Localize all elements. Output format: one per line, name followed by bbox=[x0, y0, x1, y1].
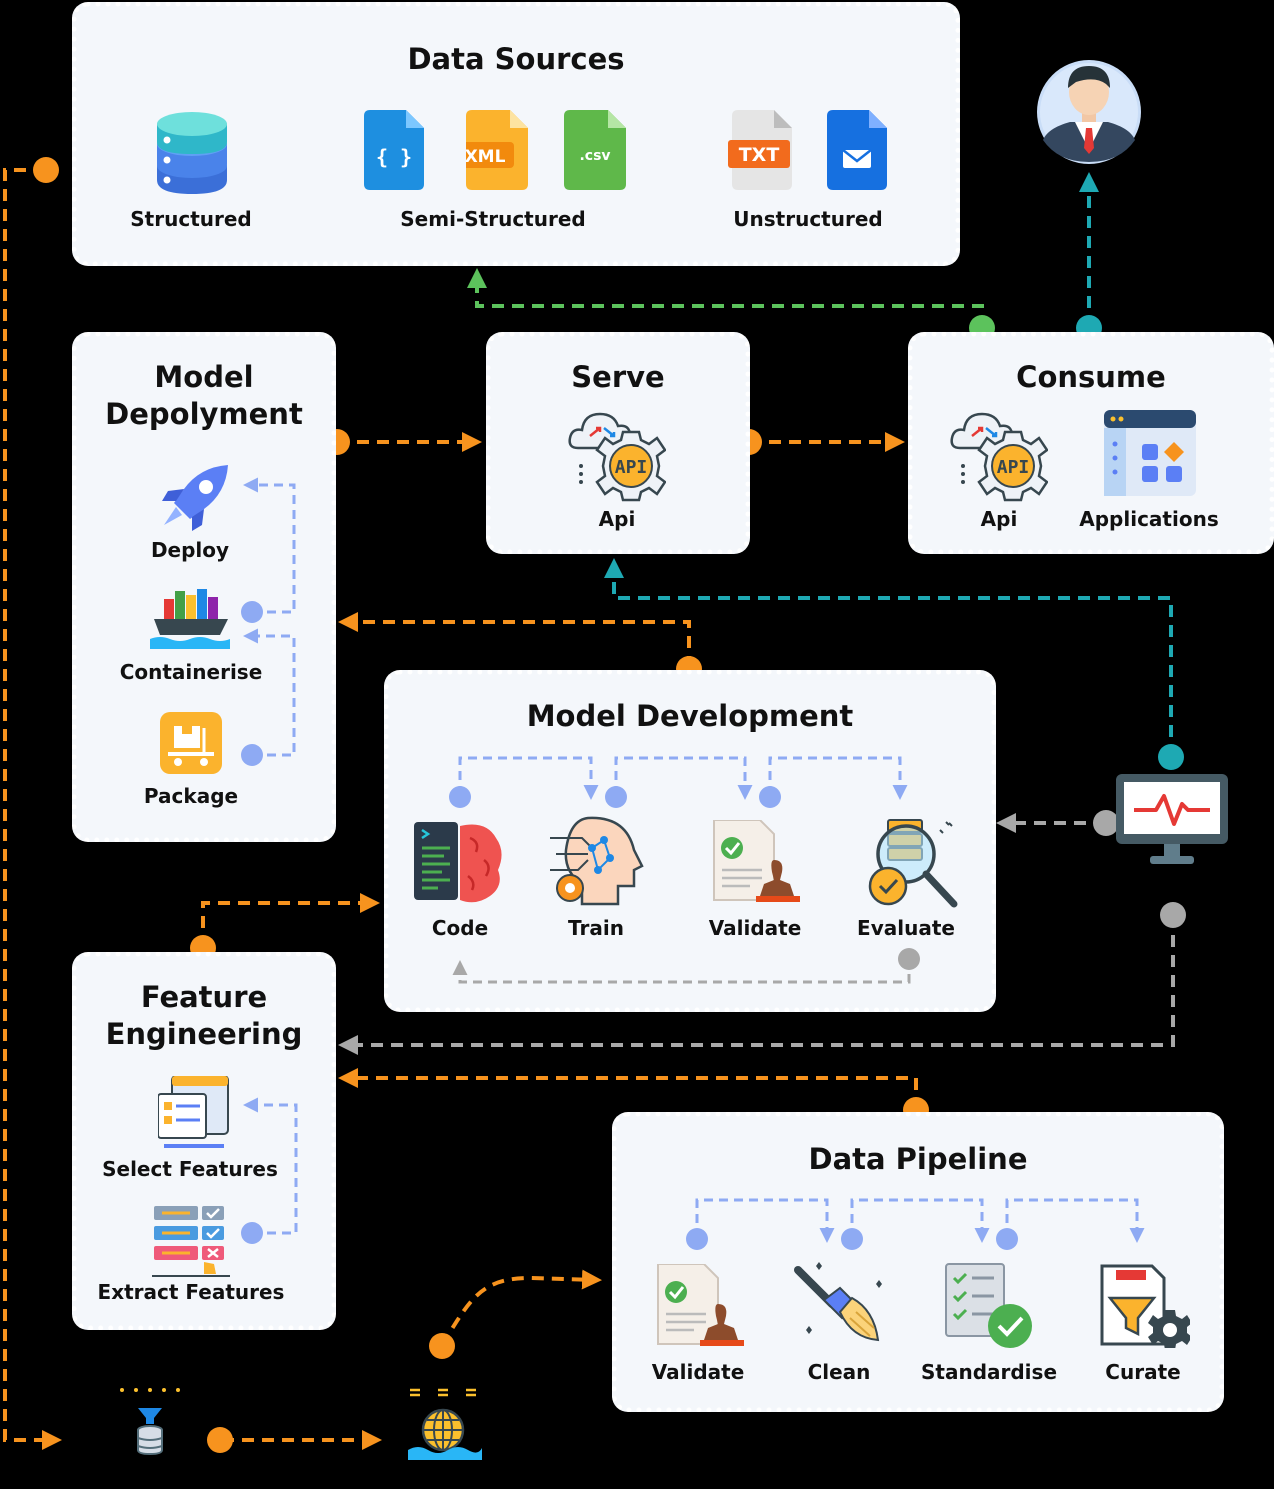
data-pipeline-panel: Data Pipeline bbox=[612, 1112, 1224, 1412]
applications-icon bbox=[1104, 410, 1196, 496]
deployment-inner-arrows bbox=[241, 477, 296, 766]
model-development-title: Model Development bbox=[526, 699, 854, 733]
feature-engineering-title-line1: Feature bbox=[140, 980, 268, 1014]
pipeline-inner-arrows bbox=[686, 1198, 1145, 1250]
code-brain-icon bbox=[414, 822, 502, 903]
svg-text:API: API bbox=[997, 457, 1030, 478]
clean-label: Clean bbox=[807, 1360, 871, 1384]
xml-file-icon: XML bbox=[466, 110, 528, 190]
arrow-monitor-to-features bbox=[338, 915, 1175, 1055]
standardise-checklist-icon bbox=[945, 1263, 1032, 1348]
container-ship-icon bbox=[150, 589, 230, 649]
json-file-icon: { } bbox=[364, 110, 424, 190]
package-icon bbox=[160, 712, 222, 774]
applications-label: Applications bbox=[1079, 507, 1219, 531]
rocket-icon bbox=[162, 465, 228, 531]
svg-text:XML: XML bbox=[466, 147, 506, 167]
gray-connectors bbox=[338, 813, 1175, 1055]
arrow-sources-to-storage bbox=[3, 168, 62, 1450]
arrow-pipeline-to-features bbox=[338, 1068, 918, 1110]
txt-file-icon: TXT bbox=[728, 110, 792, 190]
consume-api-gear-icon: API bbox=[950, 412, 1048, 502]
svg-text:TXT: TXT bbox=[739, 144, 780, 166]
email-file-icon bbox=[827, 110, 887, 190]
model-deployment-title-line2: Depolyment bbox=[105, 397, 303, 431]
teal-connectors bbox=[604, 172, 1173, 757]
monitoring-screen-icon bbox=[1116, 774, 1228, 864]
unstructured-label: Unstructured bbox=[733, 207, 883, 231]
pipeline-validate-label: Validate bbox=[651, 1360, 745, 1384]
csv-file-icon: .csv bbox=[564, 110, 626, 190]
svg-text:API: API bbox=[615, 457, 648, 478]
package-label: Package bbox=[143, 784, 239, 808]
semi-structured-label: Semi-Structured bbox=[400, 207, 586, 231]
svg-text:{ }: { } bbox=[376, 145, 412, 169]
evaluate-search-icon bbox=[868, 819, 958, 908]
structured-label: Structured bbox=[130, 207, 252, 231]
feature-inner-arrows bbox=[241, 1097, 298, 1244]
arrow-development-to-deployment bbox=[338, 612, 691, 668]
train-ai-head-icon bbox=[550, 816, 644, 906]
data-storage-icon bbox=[120, 1388, 180, 1456]
model-deployment-title-line1: Model bbox=[154, 360, 254, 394]
serve-api-label: Api bbox=[598, 507, 636, 531]
extract-features-label: Extract Features bbox=[97, 1280, 285, 1304]
arrow-features-to-development bbox=[201, 893, 380, 948]
broom-clean-icon bbox=[794, 1262, 882, 1342]
svg-text:.csv: .csv bbox=[579, 148, 610, 164]
extract-features-icon bbox=[152, 1206, 230, 1277]
arrow-ingest-to-pipeline bbox=[440, 1269, 602, 1347]
consume-api-label: Api bbox=[980, 507, 1018, 531]
arrow-consume-to-sources bbox=[467, 268, 984, 328]
deploy-label: Deploy bbox=[150, 538, 230, 562]
data-pipeline-title: Data Pipeline bbox=[808, 1142, 1028, 1176]
validate-doc-stamp-icon bbox=[713, 820, 800, 902]
data-sources-title: Data Sources bbox=[407, 42, 625, 76]
feature-engineering-title-line2: Engineering bbox=[105, 1017, 303, 1051]
development-inner-arrows bbox=[449, 756, 920, 984]
select-features-label: Select Features bbox=[102, 1157, 278, 1181]
validate-model-label: Validate bbox=[708, 916, 802, 940]
consume-title: Consume bbox=[1016, 360, 1166, 394]
database-icon bbox=[157, 112, 227, 194]
code-label: Code bbox=[431, 916, 489, 940]
evaluate-label: Evaluate bbox=[857, 916, 955, 940]
standardise-label: Standardise bbox=[920, 1360, 1058, 1384]
serve-title: Serve bbox=[571, 360, 665, 394]
api-gear-icon: API bbox=[568, 412, 666, 502]
select-features-icon bbox=[158, 1076, 229, 1148]
data-ingestion-globe-icon bbox=[408, 1388, 482, 1460]
curate-label: Curate bbox=[1105, 1360, 1181, 1384]
pipeline-validate-icon bbox=[657, 1264, 744, 1346]
user-avatar-icon bbox=[1037, 60, 1141, 164]
containerise-label: Containerise bbox=[119, 660, 263, 684]
curate-filter-icon bbox=[1100, 1264, 1190, 1348]
train-label: Train bbox=[568, 916, 624, 940]
